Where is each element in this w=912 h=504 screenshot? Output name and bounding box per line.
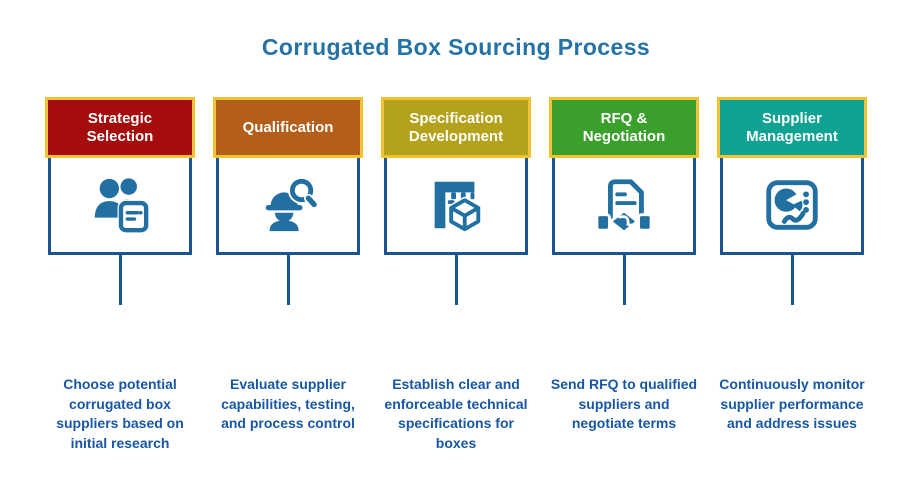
dashboard-chart-icon xyxy=(761,174,823,236)
step-header: Strategic Selection xyxy=(45,97,195,158)
step-header: Qualification xyxy=(213,97,363,158)
step-header: RFQ & Negotiation xyxy=(549,97,699,158)
process-step-supplier-management: Supplier Management Co xyxy=(717,97,867,434)
engineer-magnifier-icon xyxy=(257,174,319,236)
step-description: Evaluate supplier capabilities, testing,… xyxy=(221,376,355,431)
step-icon-box xyxy=(552,158,696,255)
page-title: Corrugated Box Sourcing Process xyxy=(261,34,651,60)
step-description: Establish clear and enforceable technica… xyxy=(384,376,528,451)
step-header: Supplier Management xyxy=(717,97,867,158)
step-icon-box xyxy=(720,158,864,255)
step-header: Specification Development xyxy=(381,97,531,158)
step-icon-box xyxy=(48,158,192,255)
connector-line xyxy=(118,255,122,305)
step-description: Send RFQ to qualified suppliers and nego… xyxy=(550,376,698,431)
connector-line xyxy=(286,255,290,305)
process-step-strategic-selection: Strategic Selection xyxy=(45,97,195,453)
process-step-specification-development: Specification Development xyxy=(381,97,531,453)
step-label: RFQ & Negotiation xyxy=(582,109,666,145)
team-document-icon xyxy=(89,174,151,236)
step-label: Supplier Management xyxy=(746,109,838,145)
process-steps-row: Strategic Selection xyxy=(0,97,912,453)
document-handshake-icon xyxy=(593,174,655,236)
step-description: Continuously monitor supplier performanc… xyxy=(719,376,865,431)
ruler-cube-icon xyxy=(425,174,487,236)
step-description: Choose potential corrugated box supplier… xyxy=(56,376,184,451)
process-step-qualification: Qualification Evaluate xyxy=(213,97,363,434)
process-step-rfq-negotiation: RFQ & Negotiation Send RFQ to quali xyxy=(549,97,699,434)
step-label: Specification Development xyxy=(408,109,504,145)
step-label: Strategic Selection xyxy=(86,109,154,145)
connector-line xyxy=(790,255,794,305)
step-label: Qualification xyxy=(242,118,334,136)
step-icon-box xyxy=(384,158,528,255)
connector-line xyxy=(622,255,626,305)
connector-line xyxy=(454,255,458,305)
step-icon-box xyxy=(216,158,360,255)
